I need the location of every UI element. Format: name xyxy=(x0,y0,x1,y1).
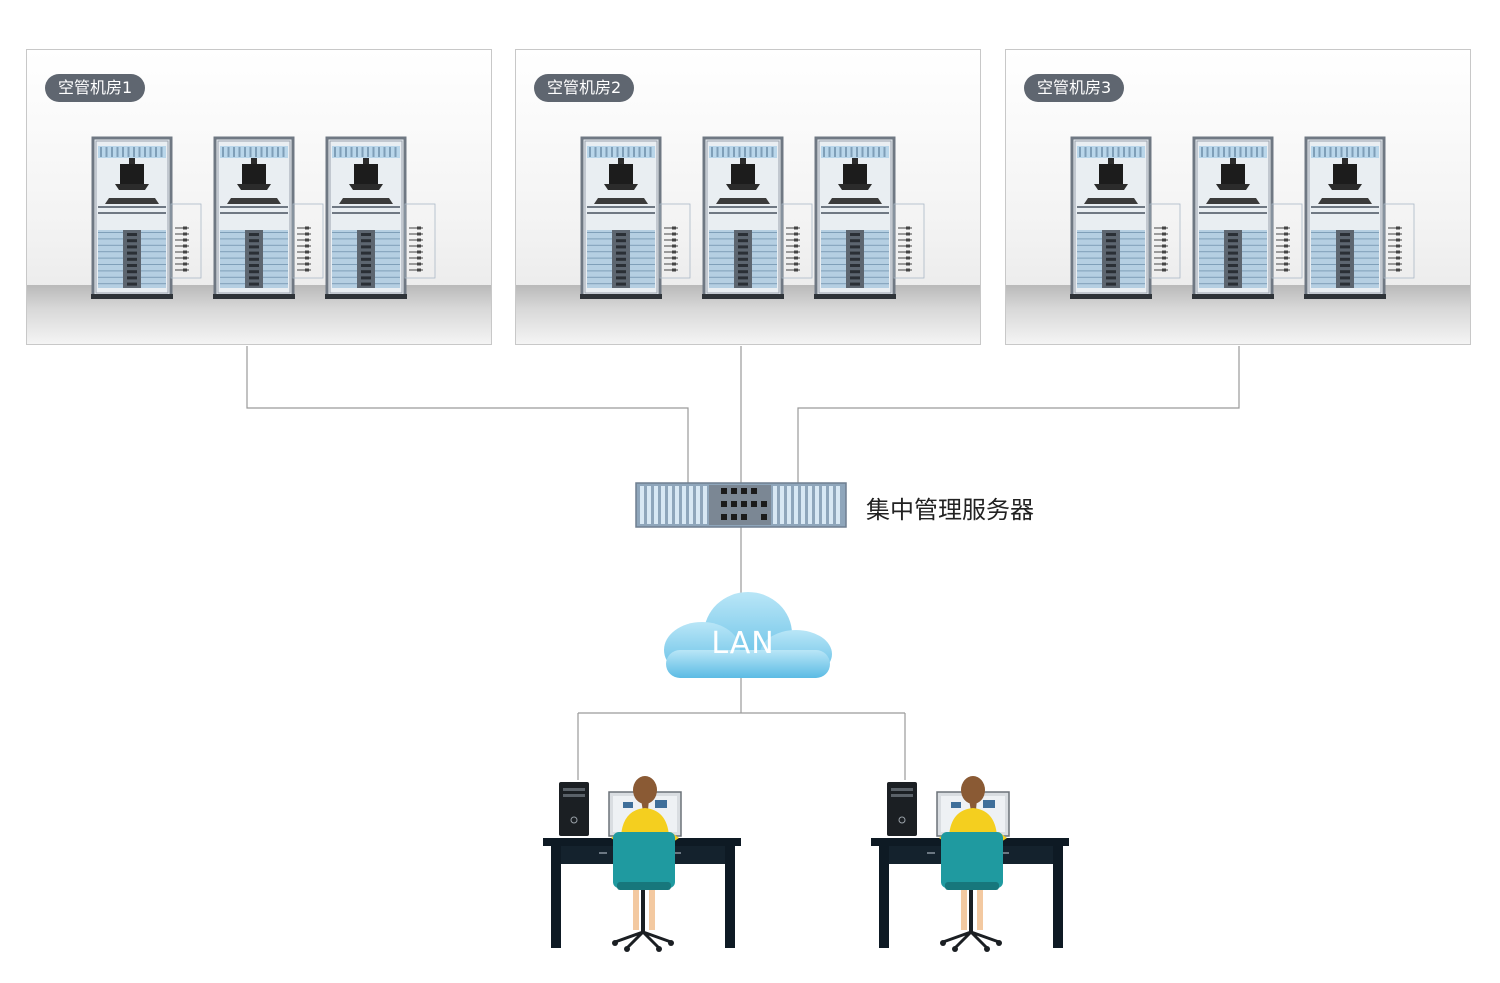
room-label: 空管机房1 xyxy=(45,74,146,102)
pc-tower-icon xyxy=(887,782,917,836)
link-room3-server xyxy=(797,346,1240,484)
machine-room-1: 空管机房1 xyxy=(26,49,492,345)
rack-row xyxy=(1070,136,1415,299)
server-rack-icon xyxy=(1192,136,1303,299)
central-server-icon xyxy=(635,482,847,528)
link-room1-server xyxy=(246,346,689,484)
pc-tower-icon xyxy=(559,782,589,836)
lan-cloud-icon xyxy=(664,592,832,678)
workstation-1 xyxy=(543,776,741,952)
workstation-2 xyxy=(871,776,1069,952)
server-label: 集中管理服务器 xyxy=(866,496,1034,524)
server-rack-icon xyxy=(702,136,813,299)
machine-room-2: 空管机房2 xyxy=(515,49,981,345)
rack-row xyxy=(91,136,436,299)
office-chair-icon xyxy=(613,832,675,890)
server-rack-icon xyxy=(1070,136,1181,299)
server-rack-icon xyxy=(325,136,436,299)
server-rack-icon xyxy=(91,136,202,299)
rack-row xyxy=(580,136,925,299)
server-rack-icon xyxy=(580,136,691,299)
machine-room-3: 空管机房3 xyxy=(1005,49,1471,345)
lan-label: LAN xyxy=(711,626,775,661)
link-lan-stations xyxy=(577,678,906,780)
room-label: 空管机房3 xyxy=(1024,74,1125,102)
server-rack-icon xyxy=(213,136,324,299)
server-rack-icon xyxy=(1304,136,1415,299)
room-label: 空管机房2 xyxy=(534,74,635,102)
server-rack-icon xyxy=(814,136,925,299)
office-chair-icon xyxy=(941,832,1003,890)
